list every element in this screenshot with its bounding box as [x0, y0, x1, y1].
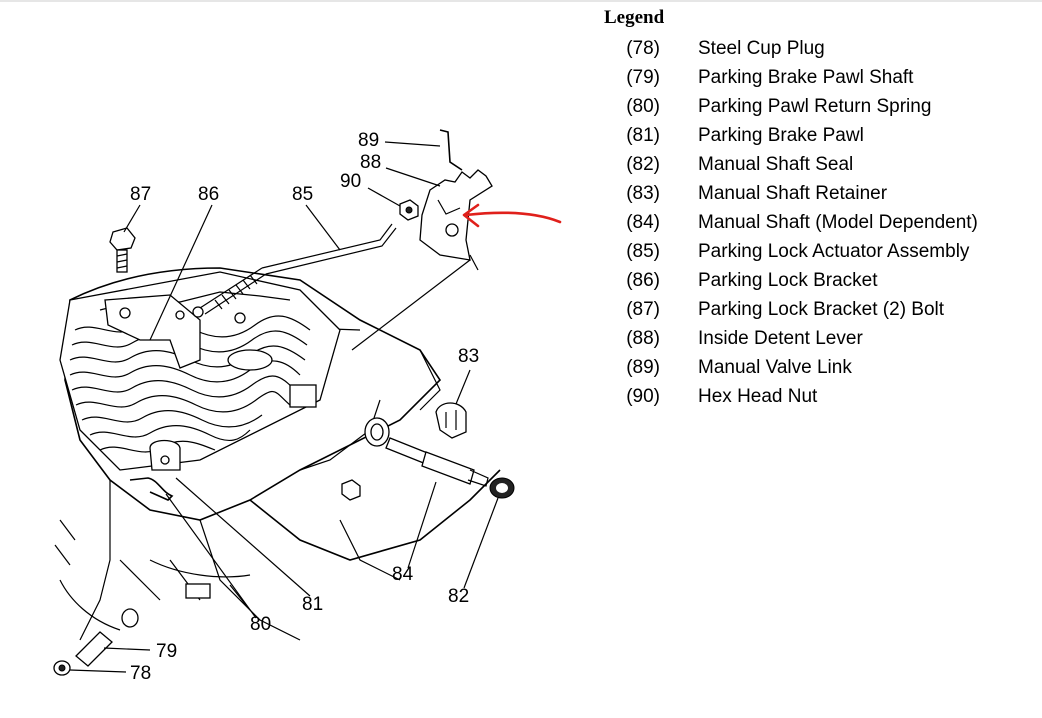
callout-82: 82	[448, 586, 469, 607]
callout-85: 85	[292, 184, 313, 205]
legend-item-number: (88)	[626, 328, 660, 349]
legend-item: (78) Steel Cup Plug	[604, 34, 1034, 63]
legend-item-number: (82)	[626, 154, 660, 175]
callout-89: 89	[358, 130, 379, 151]
legend-item-number: (84)	[626, 212, 660, 233]
legend-item-number: (83)	[626, 183, 660, 204]
legend-item-label: Inside Detent Lever	[698, 328, 863, 349]
parking-lock-actuator-part	[192, 223, 397, 318]
legend-item: (84) Manual Shaft (Model Dependent)	[604, 208, 1034, 237]
legend-item-number: (79)	[626, 67, 660, 88]
legend-item-label: Parking Lock Bracket (2) Bolt	[698, 299, 945, 320]
legend-item-label: Parking Lock Bracket	[698, 270, 878, 291]
top-border	[0, 0, 1042, 2]
legend-item-number: (78)	[626, 38, 660, 59]
manual-shaft-seal-part	[489, 477, 515, 499]
legend-item: (85) Parking Lock Actuator Assembly	[604, 237, 1034, 266]
leader-lines	[69, 141, 499, 673]
case-bore	[364, 417, 390, 447]
legend-item-label: Parking Pawl Return Spring	[698, 96, 932, 117]
parking-brake-pawl-part	[149, 439, 181, 471]
parking-lock-bracket-part	[104, 294, 201, 369]
legend-item-number: (89)	[626, 357, 660, 378]
parking-pawl-return-spring-part	[129, 477, 174, 501]
manual-shaft-retainer-part	[435, 402, 467, 439]
legend-item-number: (85)	[626, 241, 660, 262]
legend-item: (90) Hex Head Nut	[604, 382, 1034, 411]
case-tab	[185, 583, 211, 599]
callout-84: 84	[392, 564, 414, 585]
legend-item-label: Parking Brake Pawl Shaft	[698, 67, 914, 88]
legend-item: (83) Manual Shaft Retainer	[604, 179, 1034, 208]
legend-item: (89) Manual Valve Link	[604, 353, 1034, 382]
valve-body	[59, 271, 341, 471]
legend-item: (88) Inside Detent Lever	[604, 324, 1034, 353]
legend-item: (81) Parking Brake Pawl	[604, 121, 1034, 150]
legend-list: (78) Steel Cup Plug (79) Parking Brake Pawl…	[604, 34, 1034, 411]
legend-item-number: (80)	[626, 96, 660, 117]
legend-item: (86) Parking Lock Bracket	[604, 266, 1034, 295]
legend-panel: Legend (78) Steel Cup Plug (79) Parking Bra…	[604, 6, 1034, 411]
steel-cup-plug-part	[53, 660, 71, 676]
case-bolt	[341, 479, 361, 501]
bracket-bolt-part	[109, 227, 136, 273]
red-annotation-arrow	[462, 203, 562, 228]
legend-item-label: Parking Brake Pawl	[698, 125, 864, 146]
manual-shaft-part	[385, 437, 489, 487]
hex-nut-part	[399, 199, 419, 221]
legend-item-label: Manual Shaft Seal	[698, 154, 854, 175]
parking-brake-pawl-shaft-part	[75, 608, 139, 667]
legend-item-label: Hex Head Nut	[698, 386, 818, 407]
manual-valve-link-part	[439, 129, 463, 171]
callout-78: 78	[130, 663, 151, 684]
inside-detent-lever-part	[419, 169, 493, 271]
legend-item: (80) Parking Pawl Return Spring	[604, 92, 1034, 121]
legend-item: (79) Parking Brake Pawl Shaft	[604, 63, 1034, 92]
callout-88: 88	[360, 152, 381, 173]
callout-80: 80	[250, 614, 271, 635]
legend-title: Legend	[604, 7, 665, 28]
legend-item: (87) Parking Lock Bracket (2) Bolt	[604, 295, 1034, 324]
legend-item-label: Parking Lock Actuator Assembly	[698, 241, 970, 262]
callout-83: 83	[458, 346, 479, 367]
legend-item-number: (87)	[626, 299, 660, 320]
transmission-exploded-diagram: 87 86 85 90 88 89 83 84 82 81 80 79 78	[53, 129, 562, 684]
legend-item: (82) Manual Shaft Seal	[604, 150, 1034, 179]
legend-item-label: Manual Valve Link	[698, 357, 852, 378]
callout-86: 86	[198, 184, 219, 205]
legend-item-number: (90)	[626, 386, 660, 407]
callout-81: 81	[302, 594, 323, 615]
legend-item-label: Manual Shaft Retainer	[698, 183, 888, 204]
callout-87: 87	[130, 184, 151, 205]
legend-item-label: Manual Shaft (Model Dependent)	[698, 212, 978, 233]
legend-item-number: (81)	[626, 125, 660, 146]
callout-90: 90	[340, 171, 361, 192]
legend-item-number: (86)	[626, 270, 660, 291]
callout-79: 79	[156, 641, 177, 662]
legend-item-label: Steel Cup Plug	[698, 38, 825, 59]
